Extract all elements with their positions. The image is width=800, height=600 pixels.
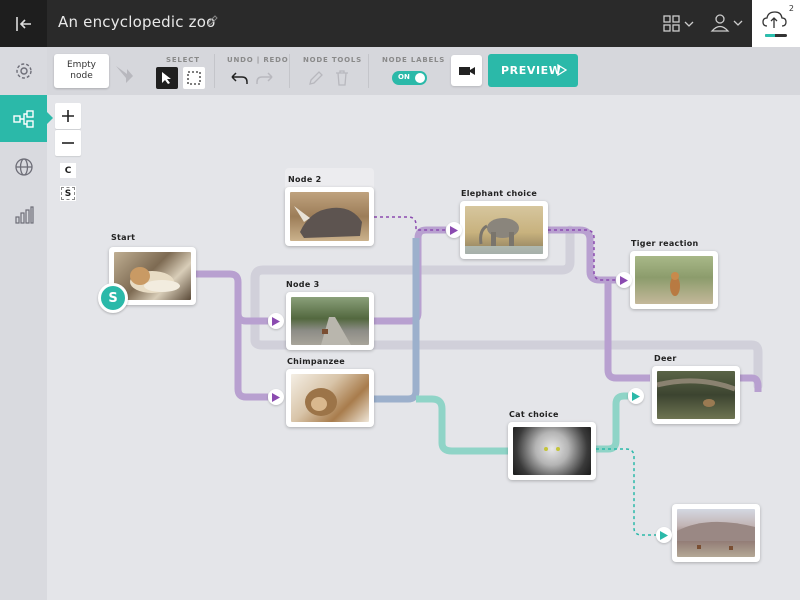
tiger-label: Tiger reaction <box>631 239 699 248</box>
camera-button[interactable] <box>451 55 482 86</box>
left-sidebar <box>0 47 53 600</box>
chimpanzee-label: Chimpanzee <box>287 357 345 366</box>
upload-count-badge: 2 <box>788 4 794 13</box>
redo-icon <box>256 72 273 84</box>
tiger-input[interactable] <box>616 272 632 288</box>
road-image <box>291 297 369 345</box>
pencil-icon[interactable] <box>206 15 218 27</box>
deer-input[interactable] <box>628 388 644 404</box>
start-node-label: Start <box>111 233 136 242</box>
play-icon <box>557 64 567 76</box>
project-title[interactable]: An encyclopedic zoo <box>58 13 216 31</box>
elephant-input[interactable] <box>446 222 462 238</box>
node-labels-label: NODE LABELS <box>382 56 446 64</box>
sidebar-item-nodes[interactable] <box>0 95 53 142</box>
undo-icon <box>231 72 248 84</box>
trash-icon <box>336 70 348 86</box>
landscape-input[interactable] <box>656 527 672 543</box>
select-pointer-button[interactable] <box>156 67 178 89</box>
cat-label: Cat choice <box>509 410 559 419</box>
top-bar: An encyclopedic zoo 2 <box>0 0 800 47</box>
tiger-node[interactable] <box>630 251 718 309</box>
minus-icon <box>62 142 74 144</box>
cat-image <box>513 427 591 475</box>
scale-to-fit-button[interactable]: S <box>60 186 76 201</box>
user-icon <box>710 14 743 32</box>
deer-image <box>657 371 735 419</box>
exit-icon <box>15 16 31 31</box>
grid-icon <box>663 15 694 32</box>
tiger-image <box>635 256 713 304</box>
toggle-knob <box>415 73 425 83</box>
preview-label: PREVIEW <box>501 64 562 77</box>
start-badge: S <box>98 283 128 313</box>
divider <box>368 54 369 88</box>
center-view-button[interactable]: C <box>60 163 76 178</box>
upload-button[interactable]: 2 <box>752 0 800 47</box>
delete-node-button[interactable] <box>331 67 353 89</box>
cursor-arrow-icon <box>162 72 171 84</box>
marquee-select-icon <box>187 71 201 85</box>
select-label: SELECT <box>166 56 200 64</box>
apps-menu-button[interactable] <box>662 13 698 35</box>
zoom-out-button[interactable] <box>55 130 81 156</box>
toggle-state-text: ON <box>398 73 410 81</box>
divider <box>214 54 215 88</box>
node-2-label: Node 2 <box>288 175 322 184</box>
landscape-node[interactable] <box>672 504 760 562</box>
zoom-in-button[interactable] <box>55 103 81 129</box>
elephant-image <box>465 206 543 254</box>
upload-progress-fill <box>765 34 775 37</box>
select-box-button[interactable] <box>183 67 205 89</box>
exit-button[interactable] <box>0 0 47 47</box>
node-3-input[interactable] <box>268 313 284 329</box>
node-3-label: Node 3 <box>286 280 320 289</box>
cloud-upload-icon <box>762 11 787 28</box>
landscape-image <box>677 509 755 557</box>
globe-icon <box>14 157 33 176</box>
node-labels-toggle[interactable]: ON <box>392 71 427 85</box>
pencil-icon <box>309 71 323 85</box>
plus-icon <box>62 110 74 122</box>
chimpanzee-input[interactable] <box>268 389 284 405</box>
gear-icon <box>15 62 32 79</box>
rhino-image <box>290 192 369 241</box>
drag-down-arrow-icon <box>116 66 133 83</box>
sidebar-item-settings[interactable] <box>0 47 47 94</box>
undo-redo-label: UNDO | REDO <box>227 56 289 64</box>
deer-node[interactable] <box>652 366 740 424</box>
bar-chart-icon <box>14 205 34 224</box>
monkey-image <box>291 374 369 422</box>
chimpanzee-node[interactable] <box>286 369 374 427</box>
node-3[interactable] <box>286 292 374 350</box>
preview-button[interactable]: PREVIEW <box>488 54 578 87</box>
video-camera-icon <box>458 66 475 75</box>
node-tree-icon <box>12 109 34 128</box>
sidebar-item-publish[interactable] <box>0 143 47 190</box>
sidebar-item-analytics[interactable] <box>0 191 47 238</box>
undo-button[interactable] <box>228 67 250 89</box>
elephant-label: Elephant choice <box>461 189 538 198</box>
deer-label: Deer <box>654 354 677 363</box>
edit-node-button[interactable] <box>305 67 327 89</box>
elephant-node[interactable] <box>460 201 548 259</box>
upload-progress-bar <box>765 34 787 37</box>
cat-node[interactable] <box>508 422 596 480</box>
node-tools-label: NODE TOOLS <box>303 56 363 64</box>
divider <box>289 54 290 88</box>
user-menu-button[interactable] <box>709 12 745 34</box>
node-2[interactable] <box>285 187 374 246</box>
redo-button[interactable] <box>254 67 276 89</box>
